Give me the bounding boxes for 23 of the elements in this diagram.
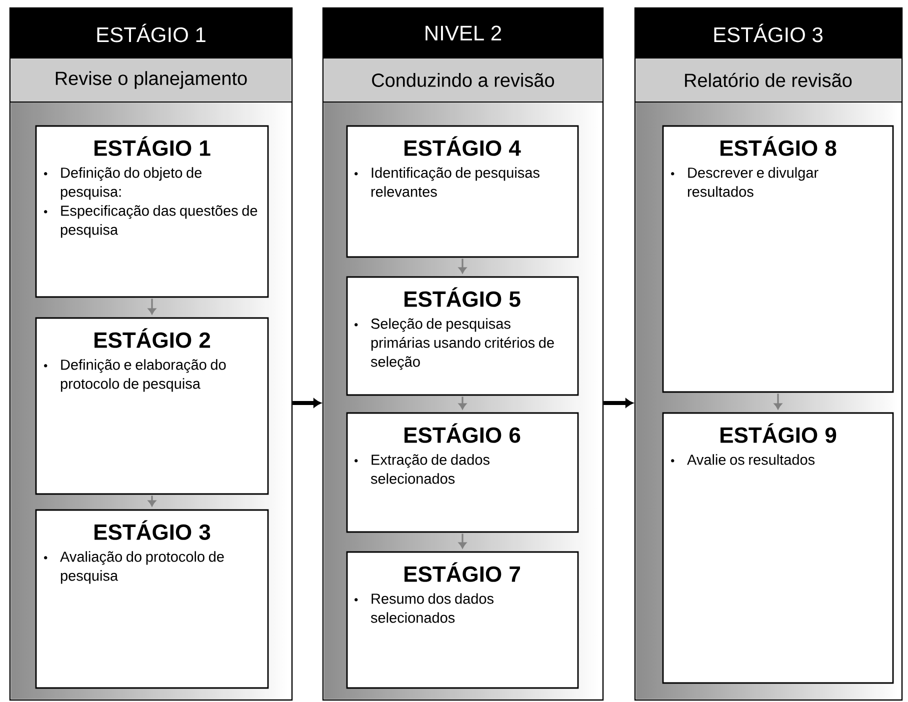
arrow xyxy=(604,398,633,408)
stage-box: ESTÁGIO 6 Extração de dados selecionados xyxy=(346,412,579,533)
subheader-band: Conduzindo a revisão xyxy=(322,58,604,102)
connector-arrow xyxy=(774,394,782,410)
stage-box: ESTÁGIO 4 Identificação de pesquisas relevantes xyxy=(346,125,579,258)
stage-box: ESTÁGIO 7 Resumo dos dados selecionados xyxy=(346,551,579,689)
stage-box: ESTÁGIO 9 Avalie os resultados xyxy=(662,412,894,684)
stage-box: ESTÁGIO 5 Seleção de pesquisas primárias usando critérios de seleção xyxy=(346,276,579,396)
stage-box: ESTÁGIO 2 Definição e elaboração do protocolo de pesquisa xyxy=(35,317,269,495)
header-band: ESTÁGIO 3 xyxy=(635,8,902,58)
stage-box: ESTÁGIO 3 Avaliação do protocolo de pesquisa xyxy=(35,509,269,689)
connector-arrow xyxy=(148,298,156,314)
arrow xyxy=(292,398,321,408)
connector-arrow xyxy=(458,534,466,548)
stage-box: ESTÁGIO 1 Definição do objeto de pesquisa: Especificação das questões de pesquisa xyxy=(35,125,269,298)
subheader-band: Revise o planejamento xyxy=(10,58,292,102)
header-band: ESTÁGIO 1 xyxy=(10,8,292,58)
connector-arrow xyxy=(458,258,466,274)
connector-arrow xyxy=(148,496,156,506)
subheader-band: Relatório de revisão xyxy=(634,58,902,102)
header-band: NIVEL 2 xyxy=(323,8,603,58)
connector-arrow xyxy=(458,396,466,410)
stage-box: ESTÁGIO 8 Descrever e divulgar resultados xyxy=(662,125,894,393)
